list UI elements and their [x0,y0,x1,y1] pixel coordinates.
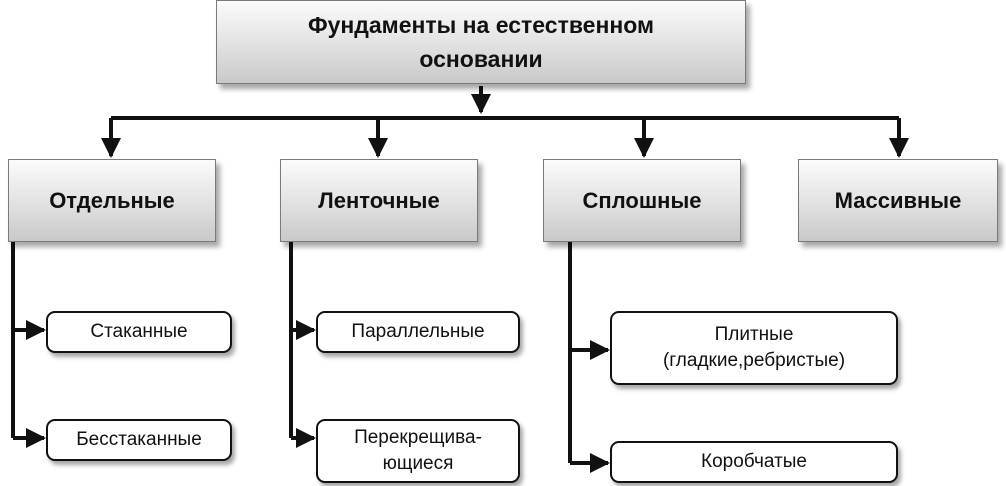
category-otdelnye: Отдельные [8,159,216,242]
category-lentochnye-label: Ленточные [318,187,440,213]
node-korobchatye: Коробчатые [610,441,898,483]
category-otdelnye-label: Отдельные [49,187,175,213]
root-node-line1: Фундаменты на естественном [307,11,655,38]
node-besstakannye-label: Бесстаканные [76,429,202,451]
category-massivnye-label: Массивные [834,187,962,213]
node-besstakannye: Бесстаканные [46,419,232,461]
category-lentochnye: Ленточные [280,159,478,242]
node-perekreschivayuschiesya-line1: Перекрещива- [354,427,482,449]
category-massivnye: Массивные [798,159,998,242]
node-plitnye-line2: (гладкие,ребристые) [662,350,846,371]
node-parallelnye-label: Параллельные [351,321,485,343]
category-sploshnye: Сплошные [543,159,741,242]
node-parallelnye: Параллельные [316,311,520,353]
node-stakannye-label: Стаканные [90,321,188,343]
node-korobchatye-label: Коробчатые [701,451,807,473]
root-node: Фундаменты на естественном основании [216,0,746,84]
category-sploshnye-label: Сплошные [582,187,702,213]
root-node-line2: основании [419,46,543,72]
node-perekreschivayuschiesya-line2: ющиеся [382,453,454,474]
node-plitnye: Плитные (гладкие,ребристые) [610,311,898,385]
node-perekreschivayuschiesya: Перекрещива- ющиеся [316,419,520,483]
node-stakannye: Стаканные [46,311,232,353]
node-plitnye-line1: Плитные [714,324,794,346]
